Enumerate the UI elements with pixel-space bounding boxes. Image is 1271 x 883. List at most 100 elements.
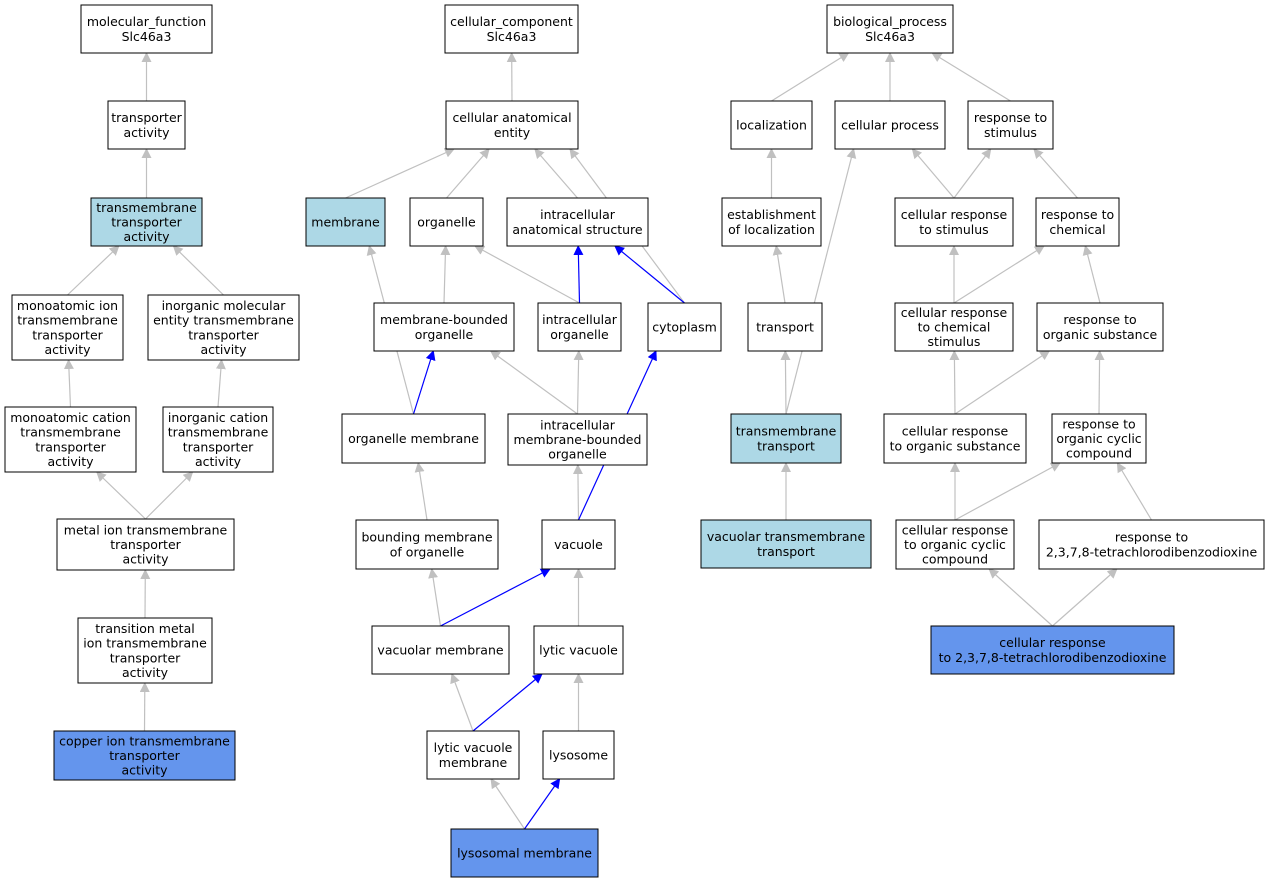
node-box: [305, 197, 386, 247]
node-transport[interactable]: transport: [747, 302, 823, 352]
node-label-line: organelle: [415, 327, 474, 342]
edge-intracellular_mbo-to-membrane_bounded_organelle: [489, 350, 578, 415]
node-box: [355, 519, 499, 570]
node-organelle-membrane[interactable]: organelle membrane: [341, 413, 486, 464]
node-box: [542, 730, 615, 780]
node-label-line: transport: [757, 438, 815, 453]
node-monoatomic-cation-tta[interactable]: monoatomic cationtransmembranetransporte…: [4, 406, 137, 473]
node-label-line: entity: [494, 125, 531, 140]
node-label-line: vacuolar membrane: [377, 643, 503, 658]
node-label-line: 2,3,7,8-tetrachlorodibenzodioxine: [1046, 544, 1258, 559]
node-box: [371, 625, 510, 675]
node-lytic-vacuole[interactable]: lytic vacuole: [533, 625, 624, 675]
node-box: [53, 730, 236, 781]
node-copper-ion-tta[interactable]: copper ion transmembranetransporteractiv…: [53, 730, 236, 781]
node-response-to-tcdd[interactable]: response to2,3,7,8-tetrachlorodibenzodio…: [1038, 519, 1265, 570]
node-label-line: organic substance: [1043, 327, 1158, 342]
node-label-line: organelle membrane: [348, 431, 479, 446]
node-box: [1036, 302, 1164, 352]
edges: [63, 52, 1153, 830]
edge-vacuole-to-intracellular_mbo: [572, 464, 583, 521]
edge-intracellular_anatomical_structure-to-cellular_anatomical_entity: [534, 148, 578, 199]
node-label-line: to organic cyclic: [904, 537, 1006, 552]
edge-localization-to-bp_root: [771, 52, 850, 102]
node-box: [895, 519, 1015, 570]
edge-cellular_response_to_tcdd-to-cellular_response_to_organic_cyclic_compound: [988, 568, 1053, 627]
node-inorganic-cation-tta[interactable]: inorganic cationtransmembranetransporter…: [162, 406, 274, 473]
node-lysosomal-membrane[interactable]: lysosomal membrane: [450, 828, 599, 878]
node-box: [747, 302, 823, 352]
node-label-line: membrane-bounded: [380, 312, 508, 327]
edge-intracellular_mbo-to-intracellular_organelle: [573, 350, 584, 415]
node-localization[interactable]: localization: [730, 100, 813, 150]
node-cytoplasm[interactable]: cytoplasm: [647, 302, 722, 352]
node-label-line: to organic substance: [890, 438, 1021, 453]
node-label-line: transporter: [32, 327, 103, 342]
node-vacuolar-membrane[interactable]: vacuolar membrane: [371, 625, 510, 675]
node-cellular-process[interactable]: cellular process: [834, 100, 946, 150]
node-label-line: response to: [1062, 416, 1135, 431]
edge-organelle-to-cellular_anatomical_entity: [446, 148, 490, 199]
node-box: [730, 100, 813, 150]
edge-cellular_response_to_stimulus-to-cellular_process: [911, 148, 955, 199]
edge-membrane-to-cellular_anatomical_entity: [345, 148, 455, 199]
node-label-line: transport: [756, 320, 814, 335]
node-organelle[interactable]: organelle: [409, 197, 484, 247]
node-box: [894, 302, 1014, 352]
edge-transmembrane_transport-to-cellular_process: [785, 148, 857, 415]
node-lysosome[interactable]: lysosome: [542, 730, 615, 780]
node-label-line: chemical: [1049, 222, 1105, 237]
edge-cellular_response_to_organic_substance-to-cellular_response_to_chemical_stimulus: [949, 350, 960, 415]
node-label-line: response to: [1041, 207, 1114, 222]
node-label-line: inorganic cation: [168, 410, 268, 425]
node-label-line: intracellular: [542, 312, 618, 327]
node-monoatomic-ion-tta[interactable]: monoatomic iontransmembranetransporterac…: [11, 294, 124, 361]
node-label-line: biological_process: [833, 14, 947, 29]
edge-organelle_membrane-to-membrane_bounded_organelle: [412, 350, 436, 415]
node-box: [426, 730, 520, 780]
node-label-line: cytoplasm: [652, 320, 717, 335]
node-label-line: response to: [974, 110, 1047, 125]
node-vacuole[interactable]: vacuole: [541, 519, 616, 570]
edge-cellular_response_to_tcdd-to-response_to_tcdd: [1052, 568, 1118, 627]
node-label-line: Slc46a3: [865, 29, 915, 44]
node-metal-ion-tta[interactable]: metal ion transmembranetransporteractivi…: [56, 518, 235, 571]
edge-cellular_response_to_chemical_stimulus-to-response_to_chemical: [953, 245, 1045, 304]
node-label-line: membrane: [311, 215, 380, 230]
node-label-line: organelle: [550, 327, 609, 342]
edge-bounding_membrane-to-organelle_membrane: [414, 462, 428, 521]
node-label-line: activity: [123, 125, 170, 140]
node-box: [56, 518, 235, 571]
node-label-line: stimulus: [984, 125, 1037, 140]
edge-metal_ion_tta-to-monoatomic_cation_tta: [96, 471, 146, 520]
edge-membrane_bounded_organelle-to-organelle: [440, 245, 451, 304]
node-membrane[interactable]: membrane: [305, 197, 386, 247]
node-label-line: ion transmembrane: [83, 636, 207, 651]
